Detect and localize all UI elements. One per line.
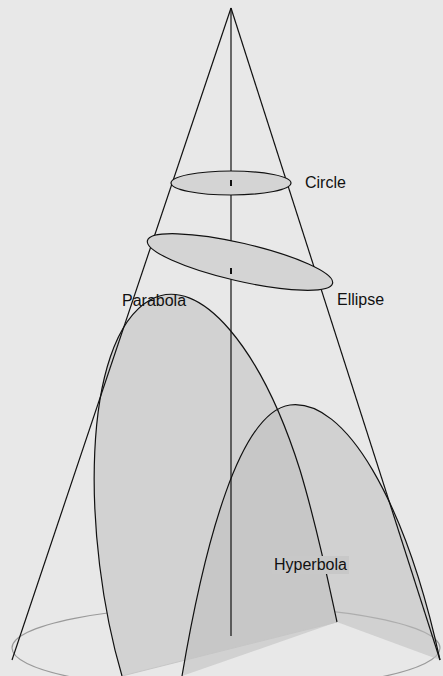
section-base [122,622,337,676]
circle-label: Circle [305,174,346,192]
cone-axis [230,8,231,636]
ellipse-section [143,222,337,302]
cone-side [12,8,231,660]
hyperbola-label: Hyperbola [272,556,349,574]
axis-mark [230,180,232,186]
parabola-label: Parabola [122,292,186,310]
circle-section [171,171,291,195]
ellipse-label: Ellipse [337,291,384,309]
hyperbola-curve [182,405,440,676]
axis-mark [230,268,232,274]
cone-side [231,8,440,660]
parabola-curve [94,294,337,676]
